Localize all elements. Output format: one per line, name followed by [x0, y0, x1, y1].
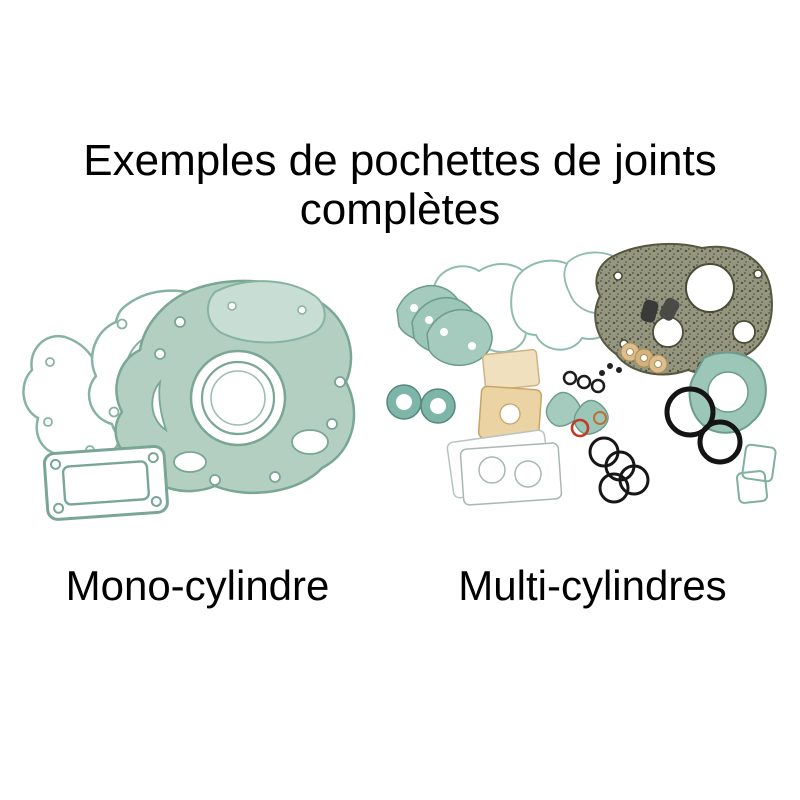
mono-gasket-base-rect: [42, 445, 169, 521]
mono-gasket-head-cover: [207, 280, 326, 344]
title-line-1: Exemples de pochettes de joints: [83, 136, 717, 185]
multi-cylinder-illustration: [372, 240, 782, 535]
multi-cylinder-gasket-set: [386, 242, 777, 506]
multi-gasket-outlines: [423, 251, 630, 353]
amber-o-ring: [593, 411, 607, 425]
multi-small-o-rings: [562, 370, 606, 394]
multi-gasket-tan-set: [477, 348, 543, 443]
multi-small-teal-squares: [736, 443, 777, 504]
multi-gasket-speckled: [594, 242, 773, 376]
multi-dot-seals: [599, 363, 622, 376]
multi-gasket-small-teal-pair: [545, 391, 609, 435]
mono-cylinder-illustration: [10, 262, 370, 547]
multi-cylinder-label: Multi-cylindres: [458, 562, 727, 609]
page-title: Exemples de pochettes de joints complète…: [0, 136, 800, 235]
mono-cylinder-gasket-set: [22, 279, 356, 521]
red-o-ring: [570, 418, 590, 438]
title-line-2: complètes: [299, 185, 501, 235]
multi-rubber-seals: [640, 297, 680, 323]
multi-washer-stack: [620, 342, 668, 374]
multi-white-sheet-gaskets: [446, 429, 563, 506]
multi-gasket-double-oval: [386, 384, 456, 424]
multi-gasket-teal-stack: [396, 284, 493, 366]
multi-large-o-rings: [664, 386, 743, 465]
mono-cylinder-label: Mono-cylindre: [65, 562, 330, 609]
multi-o-ring-cluster: [588, 436, 650, 504]
multi-right-teal-gasket: [688, 351, 767, 434]
